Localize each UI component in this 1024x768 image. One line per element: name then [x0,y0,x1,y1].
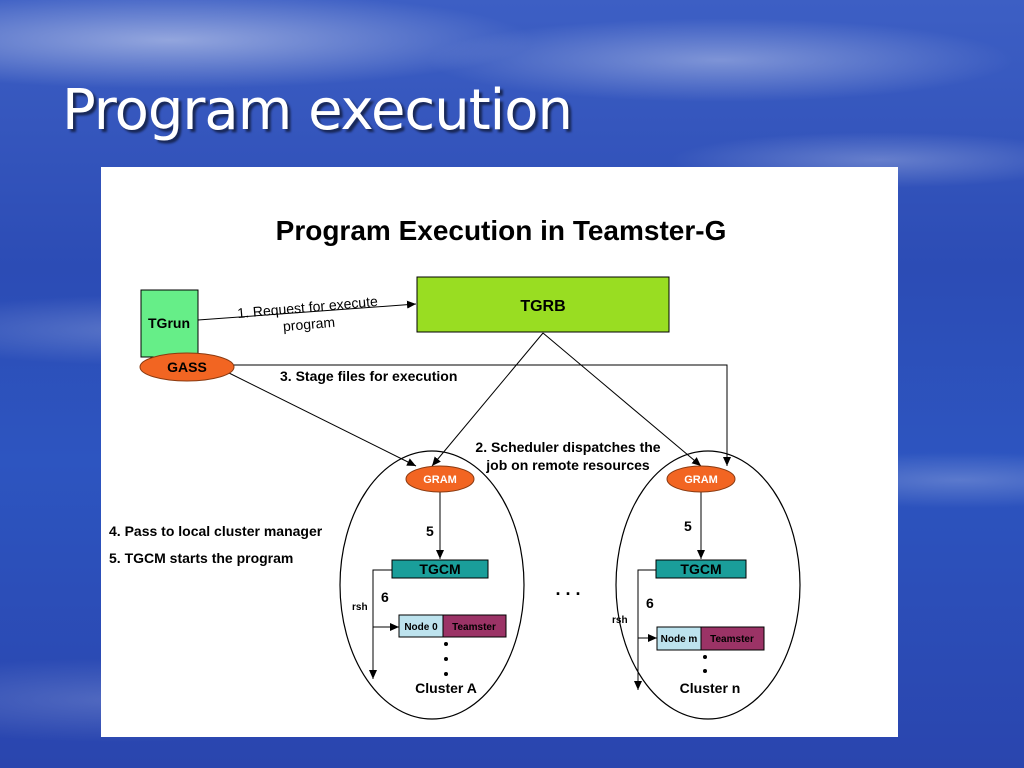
execution-diagram: Program Execution in Teamster-G TGrun GA… [109,215,801,720]
rsh-n-label: rsh [612,615,628,626]
tgrb-to-gram-a-arrow [431,332,544,467]
step5-label: 5. TGCM starts the program [109,550,293,566]
step1-label-line2: program [282,314,335,334]
diagram-heading: Program Execution in Teamster-G [276,215,727,246]
tgrun-label: TGrun [148,315,190,331]
step5-number-a: 5 [426,523,434,539]
nodem-label: Node m [661,634,698,645]
gram-n-label: GRAM [684,474,718,486]
tgcm-a-box [391,559,489,579]
slide-title: Program execution [62,78,573,143]
gram-a-ellipse [405,465,475,493]
dot-n-1 [703,655,707,659]
cluster-n-ellipse [615,450,801,720]
rsh-a-label: rsh [352,602,368,613]
cluster-a-label: Cluster A [415,680,477,696]
teamster-a-box [442,614,507,638]
rsh-n-line [634,569,656,690]
tgrb-label: TGRB [520,298,565,315]
teamster-n-box [700,626,765,651]
diagram-panel: Program Execution in Teamster-G TGrun GA… [101,167,898,737]
between-clusters-dots: . . . [555,579,580,599]
gram-a-label: GRAM [423,474,457,486]
step6-number-n: 6 [646,595,654,611]
gass-to-gram-a-arrow [226,371,417,467]
tgrb-to-gram-n-arrow [542,332,702,467]
step2-label-line1: 2. Scheduler dispatches the [475,439,660,455]
cluster-n-label: Cluster n [680,680,741,696]
node0-label: Node 0 [404,622,438,633]
step4-label: 4. Pass to local cluster manager [109,523,323,539]
step5-number-n: 5 [684,518,692,534]
step6-number-a: 6 [381,589,389,605]
dot-a-2 [444,657,448,661]
dot-a-3 [444,672,448,676]
tgrun-box [140,289,199,358]
stage-files-line [233,364,731,466]
gass-ellipse [139,352,235,382]
tgcm-n-label: TGCM [680,561,721,577]
dot-a-1 [444,642,448,646]
gass-label: GASS [167,359,207,375]
step2-label-line2: job on remote resources [485,457,650,473]
tgrb-box [416,276,670,333]
teamster-a-label: Teamster [452,622,496,633]
step3-label: 3. Stage files for execution [280,368,457,384]
rsh-a-line [369,569,392,679]
cluster-a-ellipse [339,450,525,720]
tgcm-a-label: TGCM [419,561,460,577]
dot-n-2 [703,669,707,673]
request-arrow [197,300,417,321]
tgcm-n-box [655,559,747,579]
gram-n-ellipse [666,465,736,493]
teamster-n-label: Teamster [710,634,754,645]
